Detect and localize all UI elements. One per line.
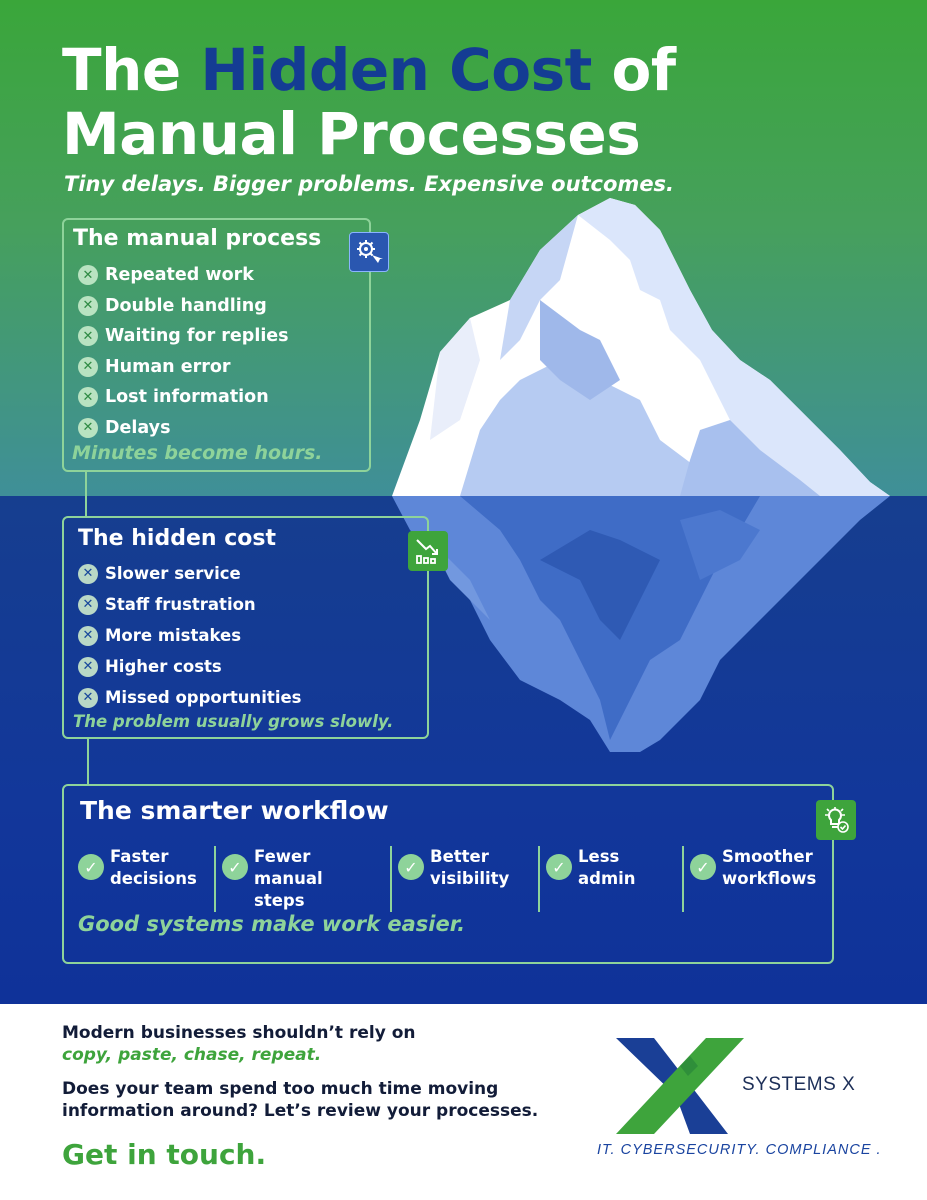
- list-item: ✕Higher costs: [78, 651, 302, 682]
- check-circle-icon: ✓: [222, 854, 248, 880]
- hidden-cost-title: The hidden cost: [78, 526, 276, 551]
- declining-chart-icon: [408, 531, 448, 571]
- x-circle-icon: ✕: [78, 265, 98, 286]
- manual-process-list: ✕Repeated work ✕Double handling ✕Waiting…: [78, 260, 289, 443]
- smarter-workflow-title: The smarter workflow: [80, 796, 389, 825]
- manual-process-title: The manual process: [73, 226, 322, 251]
- hidden-cost-box: The hidden cost ✕Slower service ✕Staff f…: [62, 516, 448, 739]
- hidden-cost-tagline: The problem usually grows slowly.: [73, 712, 394, 731]
- check-circle-icon: ✓: [546, 854, 572, 880]
- check-circle-icon: ✓: [78, 854, 104, 880]
- x-circle-icon: ✕: [78, 625, 98, 646]
- benefit-item: ✓ Faster decisions: [78, 846, 214, 912]
- check-circle-icon: ✓: [690, 854, 716, 880]
- list-item: ✕Repeated work: [78, 260, 289, 291]
- manual-process-box: The manual process ✕Repeated work ✕Doubl…: [62, 218, 389, 472]
- gear-pointer-icon: [349, 232, 389, 272]
- systems-x-logo-icon: [616, 1038, 744, 1134]
- x-circle-icon: ✕: [78, 295, 98, 316]
- list-item: ✕Missed opportunities: [78, 682, 302, 713]
- list-item: ✕Staff frustration: [78, 589, 302, 620]
- connector-line: [85, 472, 87, 516]
- footer-message: Modern businesses shouldn’t rely on copy…: [62, 1023, 416, 1065]
- x-circle-icon: ✕: [78, 326, 98, 347]
- list-item: ✕Delays: [78, 413, 289, 444]
- x-circle-icon: ✕: [78, 387, 98, 408]
- list-item: ✕Double handling: [78, 291, 289, 322]
- smarter-workflow-box: The smarter workflow ✓ Faster decisions …: [62, 784, 856, 964]
- x-circle-icon: ✕: [78, 563, 98, 584]
- iceberg-illustration: [392, 198, 890, 752]
- manual-process-tagline: Minutes become hours.: [72, 442, 323, 464]
- subtitle: Tiny delays. Bigger problems. Expensive …: [64, 172, 675, 196]
- x-circle-icon: ✕: [78, 417, 98, 438]
- benefits-row: ✓ Faster decisions ✓ Fewer manual steps …: [78, 846, 822, 912]
- page-title: The Hidden Cost of Manual Processes: [62, 36, 676, 168]
- brand-tagline: IT. CYBERSECURITY. COMPLIANCE .: [597, 1142, 882, 1158]
- get-in-touch-link[interactable]: Get in touch.: [62, 1138, 267, 1171]
- x-circle-icon: ✕: [78, 594, 98, 615]
- benefit-item: ✓ Better visibility: [390, 846, 538, 912]
- benefit-item: ✓ Smoother workflows: [682, 846, 822, 912]
- check-circle-icon: ✓: [398, 854, 424, 880]
- footer-emphasis: copy, paste, chase, repeat.: [62, 1045, 322, 1065]
- benefit-item: ✓ Fewer manual steps: [214, 846, 390, 912]
- connector-line: [87, 739, 89, 784]
- brand-name: SYSTEMS X: [742, 1074, 856, 1095]
- list-item: ✕Human error: [78, 352, 289, 383]
- benefit-item: ✓ Less admin: [538, 846, 682, 912]
- footer: Modern businesses shouldn’t rely on copy…: [0, 1004, 927, 1200]
- title-accent: Hidden Cost: [200, 36, 592, 104]
- list-item: ✕Lost information: [78, 382, 289, 413]
- smarter-workflow-tagline: Good systems make work easier.: [78, 912, 466, 936]
- list-item: ✕Waiting for replies: [78, 321, 289, 352]
- list-item: ✕Slower service: [78, 558, 302, 589]
- lightbulb-check-icon: [816, 800, 856, 840]
- footer-question: Does your team spend too much time movin…: [62, 1079, 539, 1121]
- x-circle-icon: ✕: [78, 356, 98, 377]
- list-item: ✕More mistakes: [78, 620, 302, 651]
- x-circle-icon: ✕: [78, 656, 98, 677]
- x-circle-icon: ✕: [78, 687, 98, 708]
- hidden-cost-list: ✕Slower service ✕Staff frustration ✕More…: [78, 558, 302, 713]
